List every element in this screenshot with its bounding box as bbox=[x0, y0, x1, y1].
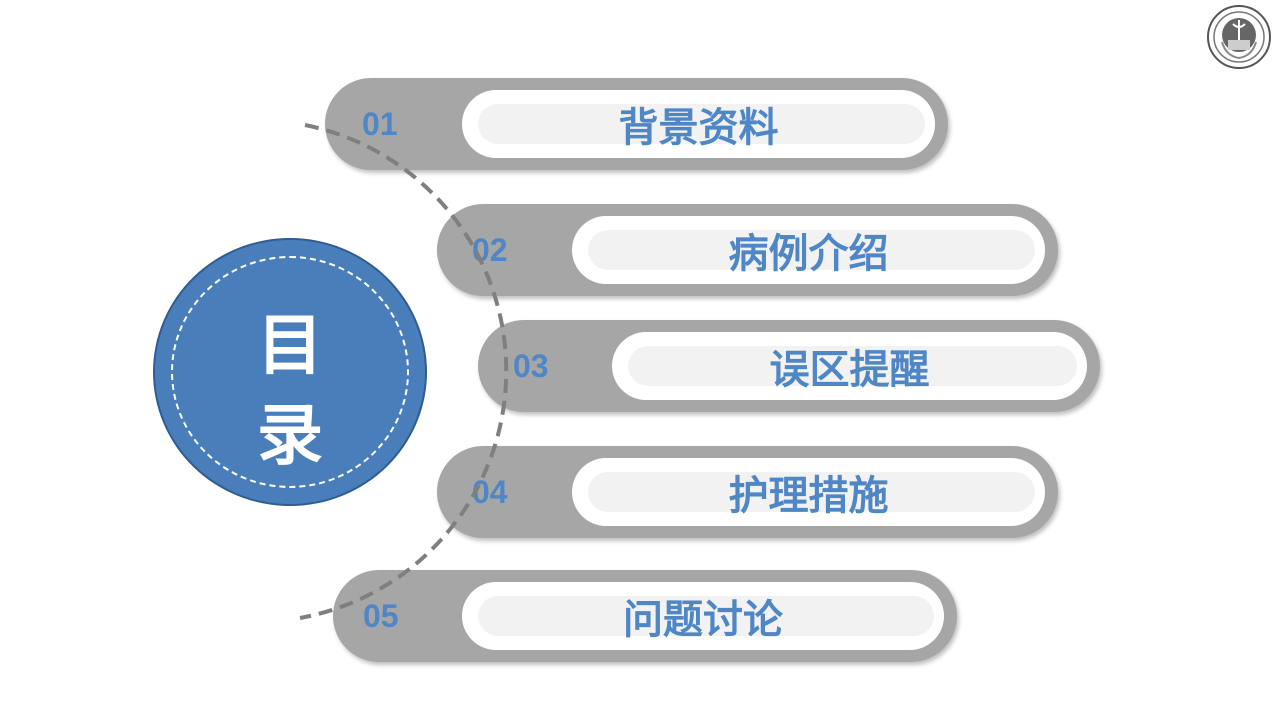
hospital-seal-logo bbox=[1207, 5, 1271, 69]
item-number: 03 bbox=[513, 348, 549, 384]
item-number: 01 bbox=[362, 106, 398, 142]
toc-item-4[interactable]: 04 护理措施 bbox=[437, 446, 1058, 538]
item-number: 02 bbox=[472, 232, 508, 268]
item-label: 病例介绍 bbox=[728, 231, 889, 277]
item-label: 问题讨论 bbox=[623, 597, 783, 643]
item-number: 05 bbox=[363, 598, 399, 634]
toc-item-5[interactable]: 05 问题讨论 bbox=[333, 570, 957, 662]
toc-item-3[interactable]: 03 误区提醒 bbox=[478, 320, 1100, 412]
toc-item-2[interactable]: 02 病例介绍 bbox=[437, 204, 1058, 296]
item-number: 04 bbox=[472, 474, 508, 510]
title-char-2: 录 bbox=[257, 397, 323, 474]
toc-title-circle: 目 录 bbox=[153, 238, 427, 506]
item-label: 护理措施 bbox=[728, 473, 889, 519]
title-char-1: 目 bbox=[257, 307, 323, 384]
toc-item-1[interactable]: 01 背景资料 bbox=[325, 78, 948, 170]
item-label: 背景资料 bbox=[618, 105, 779, 151]
item-label: 误区提醒 bbox=[769, 347, 930, 393]
